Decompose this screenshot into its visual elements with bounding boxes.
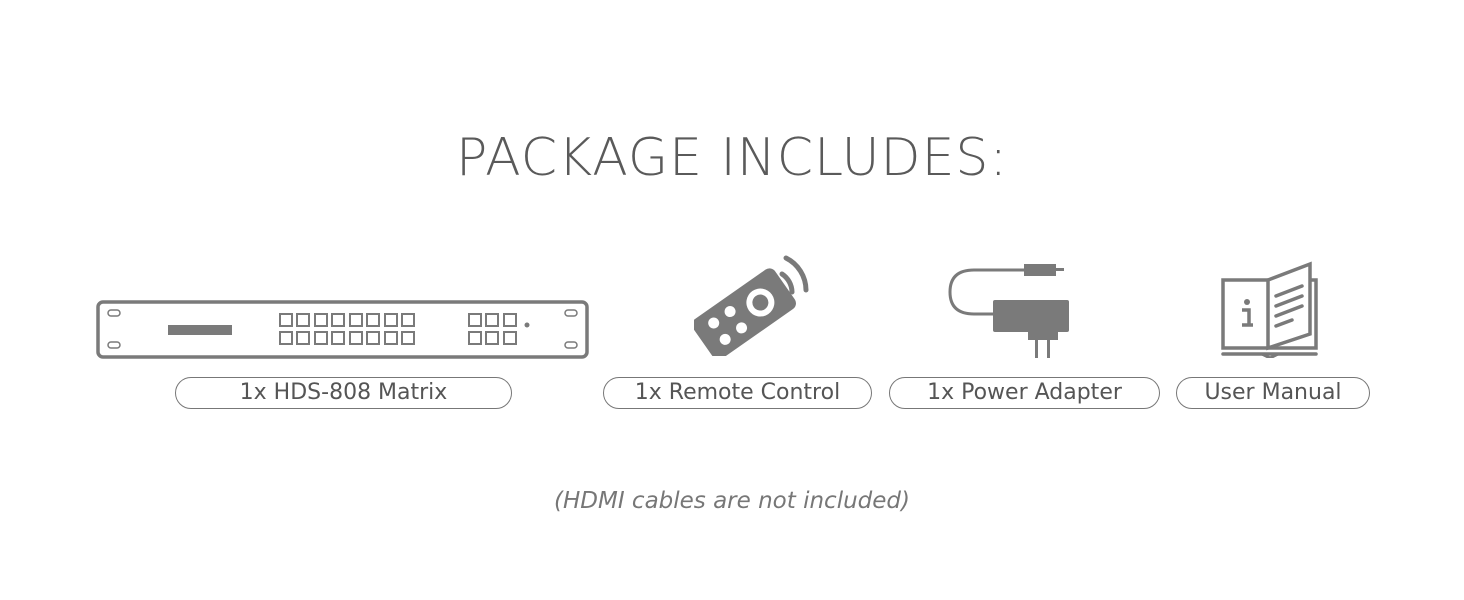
matrix-switch-icon	[96, 300, 589, 359]
item-label-remote: 1x Remote Control	[603, 377, 872, 409]
remote-control-icon	[694, 255, 809, 356]
cables-note: (HDMI cables are not included)	[554, 488, 910, 514]
item-label-manual: User Manual	[1176, 377, 1370, 409]
item-label-matrix: 1x HDS-808 Matrix	[175, 377, 512, 409]
item-label-power-adapter: 1x Power Adapter	[889, 377, 1160, 409]
power-adapter-icon	[948, 264, 1069, 358]
page-title: PACKAGE INCLUDES:	[456, 128, 1008, 188]
user-manual-icon	[1221, 261, 1318, 358]
